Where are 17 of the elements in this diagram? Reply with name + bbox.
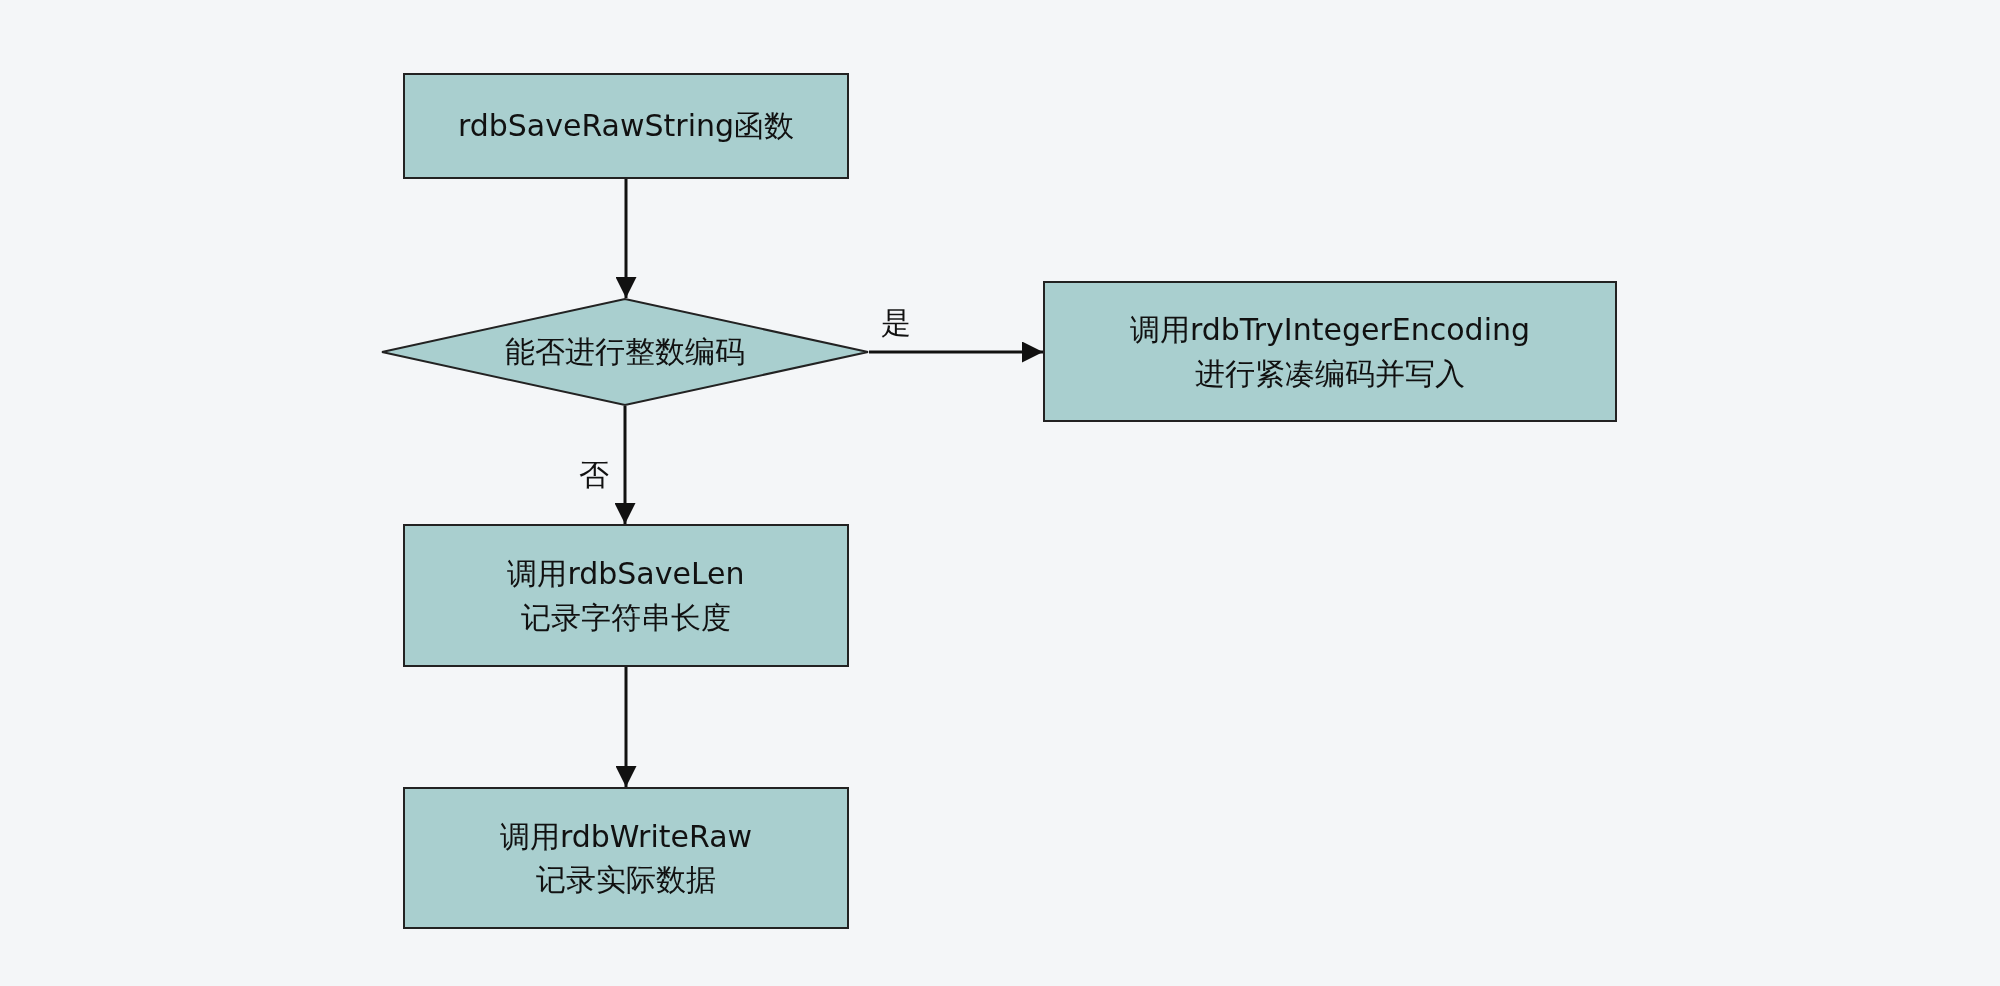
process-box (403, 73, 849, 179)
process-box (403, 787, 849, 929)
node-text: 进行紧凑编码并写入 (1195, 354, 1465, 393)
decision-diamond (381, 298, 869, 406)
node-text: 记录实际数据 (536, 861, 716, 899)
node-text: rdbSaveRawString函数 (457, 107, 795, 146)
node-text: 调用rdbTryIntegerEncoding (1129, 311, 1531, 349)
arrow (615, 667, 637, 787)
process-box (403, 524, 849, 667)
node-text: 记录字符串长度 (521, 598, 731, 637)
arrow (615, 179, 637, 298)
arrow (869, 341, 1043, 363)
node-text: 调用rdbWriteRaw (499, 817, 753, 856)
node-text: 调用rdbSaveLen (507, 555, 745, 593)
process-box (1043, 281, 1617, 422)
arrow (614, 406, 636, 524)
node-text: 能否进行整数编码 (505, 333, 745, 372)
